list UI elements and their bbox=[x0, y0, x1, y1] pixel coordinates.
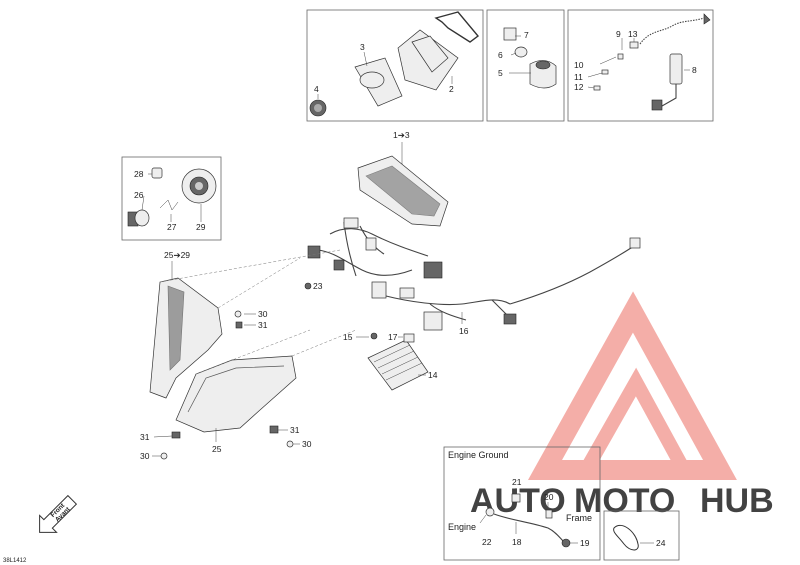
callout-7: 7 bbox=[524, 30, 529, 40]
callout-30-lower-right: 30 bbox=[302, 439, 312, 449]
socket-boot-part bbox=[529, 60, 557, 89]
coiled-cord-part bbox=[639, 13, 711, 45]
dust-cover-part bbox=[181, 168, 217, 204]
clamp-part bbox=[613, 524, 639, 551]
instrument-cluster-part bbox=[357, 155, 449, 227]
callout-range-25-29: 25➔29 bbox=[164, 250, 190, 260]
headlight-lens-part bbox=[175, 355, 297, 433]
callout-16: 16 bbox=[459, 326, 469, 336]
callout-8: 8 bbox=[692, 65, 697, 75]
bulb-part bbox=[503, 27, 517, 41]
callout-28: 28 bbox=[134, 169, 144, 179]
headlight-housing-part bbox=[149, 277, 223, 399]
callout-29: 29 bbox=[196, 222, 206, 232]
callout-17: 17 bbox=[388, 332, 398, 342]
gauge-cover-part bbox=[354, 57, 403, 107]
callout-31-upper: 31 bbox=[258, 320, 268, 330]
gauge-knob-part bbox=[309, 99, 327, 117]
frame-label: Frame bbox=[566, 513, 592, 523]
gauge-cluster-part bbox=[397, 29, 459, 91]
callout-5: 5 bbox=[498, 68, 503, 78]
callout-14: 14 bbox=[428, 370, 438, 380]
headlight-screw-upper bbox=[234, 310, 243, 329]
front-direction-arrow: Front Avant bbox=[39, 494, 78, 533]
engine-ground-box bbox=[443, 446, 601, 561]
gauge-gasket-part bbox=[434, 11, 480, 43]
voltage-regulator-part bbox=[367, 332, 429, 391]
ground-screw-23 bbox=[304, 282, 312, 290]
callout-12: 12 bbox=[574, 82, 584, 92]
callout-31-lower-right: 31 bbox=[290, 425, 300, 435]
bulb-socket-box bbox=[486, 9, 565, 122]
callout-15: 15 bbox=[343, 332, 353, 342]
watermark-moto: MOTO bbox=[574, 482, 675, 520]
headlight-bulb-part bbox=[127, 209, 150, 227]
figure-code: 38L1412 bbox=[3, 558, 27, 564]
harness-adapter-box bbox=[567, 9, 714, 122]
callout-22: 22 bbox=[482, 537, 492, 547]
callout-30-lower-left: 30 bbox=[140, 451, 150, 461]
callout-6: 6 bbox=[498, 50, 503, 60]
callout-10: 10 bbox=[574, 60, 584, 70]
clamp-box bbox=[603, 510, 680, 561]
watermark-hub: HUB bbox=[700, 482, 774, 520]
small-terminal-parts bbox=[593, 41, 639, 91]
watermark-logo: AUTO MOTO HUB bbox=[470, 291, 774, 520]
callout-20: 20 bbox=[544, 492, 554, 502]
callout-3: 3 bbox=[360, 42, 365, 52]
callout-30-upper: 30 bbox=[258, 309, 268, 319]
headlight-bulb-box bbox=[121, 156, 222, 241]
bulb-cap-part bbox=[151, 167, 163, 179]
callout-9: 9 bbox=[616, 29, 621, 39]
callout-27: 27 bbox=[167, 222, 177, 232]
callout-24: 24 bbox=[656, 538, 666, 548]
callout-26: 26 bbox=[134, 190, 144, 200]
ground-cable-part bbox=[485, 493, 571, 548]
callout-19: 19 bbox=[580, 538, 590, 548]
callout-23: 23 bbox=[313, 281, 323, 291]
engine-label: Engine bbox=[448, 522, 476, 532]
socket-grommet-part bbox=[514, 46, 528, 58]
adapter-module-part bbox=[651, 53, 683, 111]
callout-13: 13 bbox=[628, 29, 638, 39]
callout-2: 2 bbox=[449, 84, 454, 94]
callout-21: 21 bbox=[512, 477, 522, 487]
callout-25: 25 bbox=[212, 444, 222, 454]
callout-4: 4 bbox=[314, 84, 319, 94]
gauge-cluster-box bbox=[306, 9, 484, 122]
callout-18: 18 bbox=[512, 537, 522, 547]
callout-range-1-3: 1➔3 bbox=[393, 130, 410, 140]
retaining-spring-part bbox=[159, 199, 179, 211]
callout-31-lower-left: 31 bbox=[140, 432, 150, 442]
callout-11: 11 bbox=[574, 72, 583, 82]
wiring-harness-part bbox=[307, 217, 641, 331]
engine-ground-title: Engine Ground bbox=[448, 450, 509, 460]
